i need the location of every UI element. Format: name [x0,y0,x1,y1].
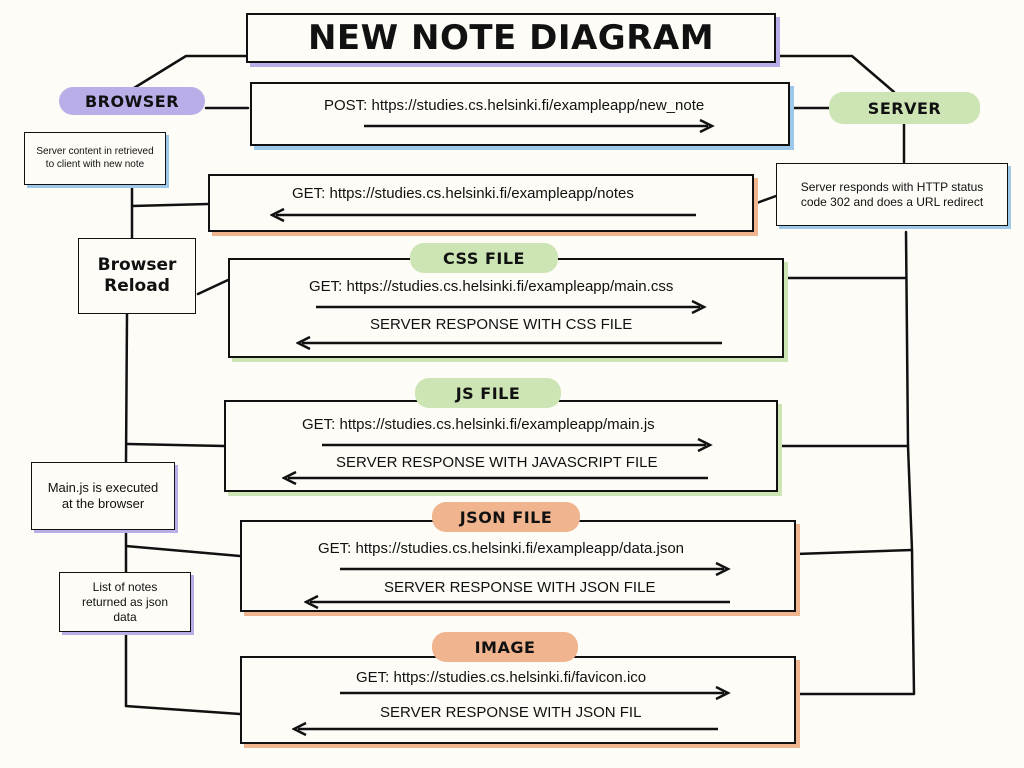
arrow-right-image [340,685,731,701]
js-file-box: GET: https://studies.cs.helsinki.fi/exam… [224,400,778,492]
connector-title-browser [132,54,248,90]
css-file-box: GET: https://studies.cs.helsinki.fi/exam… [228,258,784,358]
note-main-js-text: Main.js is executed at the browser [47,479,159,511]
json-file-label: JSON FILE [432,502,580,532]
arrow-left-css [296,335,722,351]
stub-server-notes [752,194,778,206]
get-favicon-text: GET: https://studies.cs.helsinki.fi/favi… [356,669,647,686]
arrow-right-css [316,299,707,315]
note-server-responds-text: Server responds with HTTP status code 30… [800,179,984,209]
stub-browser-json [124,544,242,558]
image-label: IMAGE [432,632,578,662]
post-new-note-text: POST: https://studies.cs.helsinki.fi/exa… [324,97,705,114]
arrow-left-js [282,470,708,486]
note-browser-reload-text: Browser Reload [97,254,177,296]
connector-title-server [774,54,896,94]
page-title: NEW NOTE DIAGRAM [307,18,715,58]
arrow-right-post [364,118,715,134]
get-notes-box: GET: https://studies.cs.helsinki.fi/exam… [208,174,754,232]
note-browser-reload: Browser Reload [78,238,196,314]
favicon-response-text: SERVER RESPONSE WITH JSON FIL [380,704,642,721]
server-label: SERVER [829,92,980,124]
arrow-left-notes [270,207,696,223]
stub-browser-notes [130,202,210,208]
css-file-label: CSS FILE [410,243,558,273]
stub-reload-css [196,278,230,296]
browser-lifeline-mid [124,312,129,464]
get-notes-text: GET: https://studies.cs.helsinki.fi/exam… [292,185,634,202]
js-response-text: SERVER RESPONSE WITH JAVASCRIPT FILE [336,454,658,471]
arrow-right-json [340,561,731,577]
stub-browser-js [126,442,226,448]
arrow-left-json [304,594,730,610]
note-server-content: Server content in retrieved to client wi… [24,132,166,185]
post-new-note-box: POST: https://studies.cs.helsinki.fi/exa… [250,82,790,146]
json-response-text: SERVER RESPONSE WITH JSON FILE [384,579,656,596]
get-json-text: GET: https://studies.cs.helsinki.fi/exam… [318,540,685,557]
title-box: NEW NOTE DIAGRAM [246,13,776,63]
stub-browser-image [124,704,242,716]
css-response-text: SERVER RESPONSE WITH CSS FILE [370,316,633,333]
get-js-text: GET: https://studies.cs.helsinki.fi/exam… [302,416,655,433]
image-box: GET: https://studies.cs.helsinki.fi/favi… [240,656,796,744]
stub-server-json [794,548,914,556]
json-file-box: GET: https://studies.cs.helsinki.fi/exam… [240,520,796,612]
server-lifeline-main [794,230,916,696]
arrow-left-image [292,721,718,737]
note-server-responds: Server responds with HTTP status code 30… [776,163,1008,226]
browser-label: BROWSER [59,87,205,115]
note-main-js: Main.js is executed at the browser [31,462,175,530]
note-list-of-notes-text: List of notes returned as json data [81,579,169,624]
js-file-label: JS FILE [415,378,561,408]
note-list-of-notes: List of notes returned as json data [59,572,191,632]
note-server-content-text: Server content in retrieved to client wi… [36,146,154,170]
arrow-right-js [322,437,713,453]
get-css-text: GET: https://studies.cs.helsinki.fi/exam… [309,278,674,295]
